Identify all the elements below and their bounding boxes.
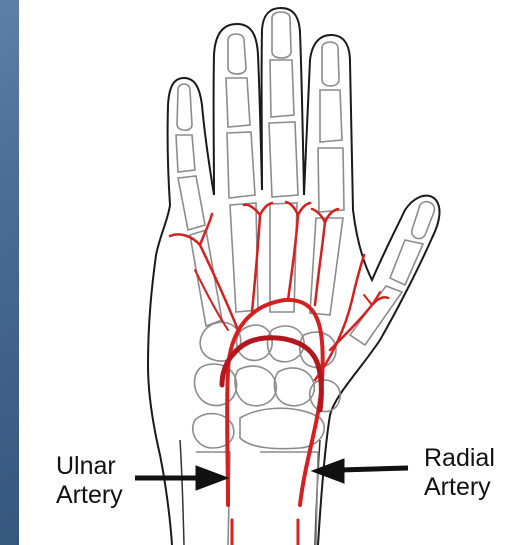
radial-arrow bbox=[340, 468, 408, 470]
ulnar-label-line1: Ulnar bbox=[56, 452, 123, 481]
radial-artery-label: Radial Artery bbox=[424, 444, 495, 502]
ulnar-artery-label: Ulnar Artery bbox=[56, 452, 123, 510]
radial-label-line1: Radial bbox=[424, 444, 495, 473]
pointer-arrows bbox=[135, 459, 408, 490]
radial-label-line2: Artery bbox=[424, 473, 495, 502]
ulnar-arrowhead bbox=[196, 466, 228, 490]
ulnar-label-line2: Artery bbox=[56, 481, 123, 510]
